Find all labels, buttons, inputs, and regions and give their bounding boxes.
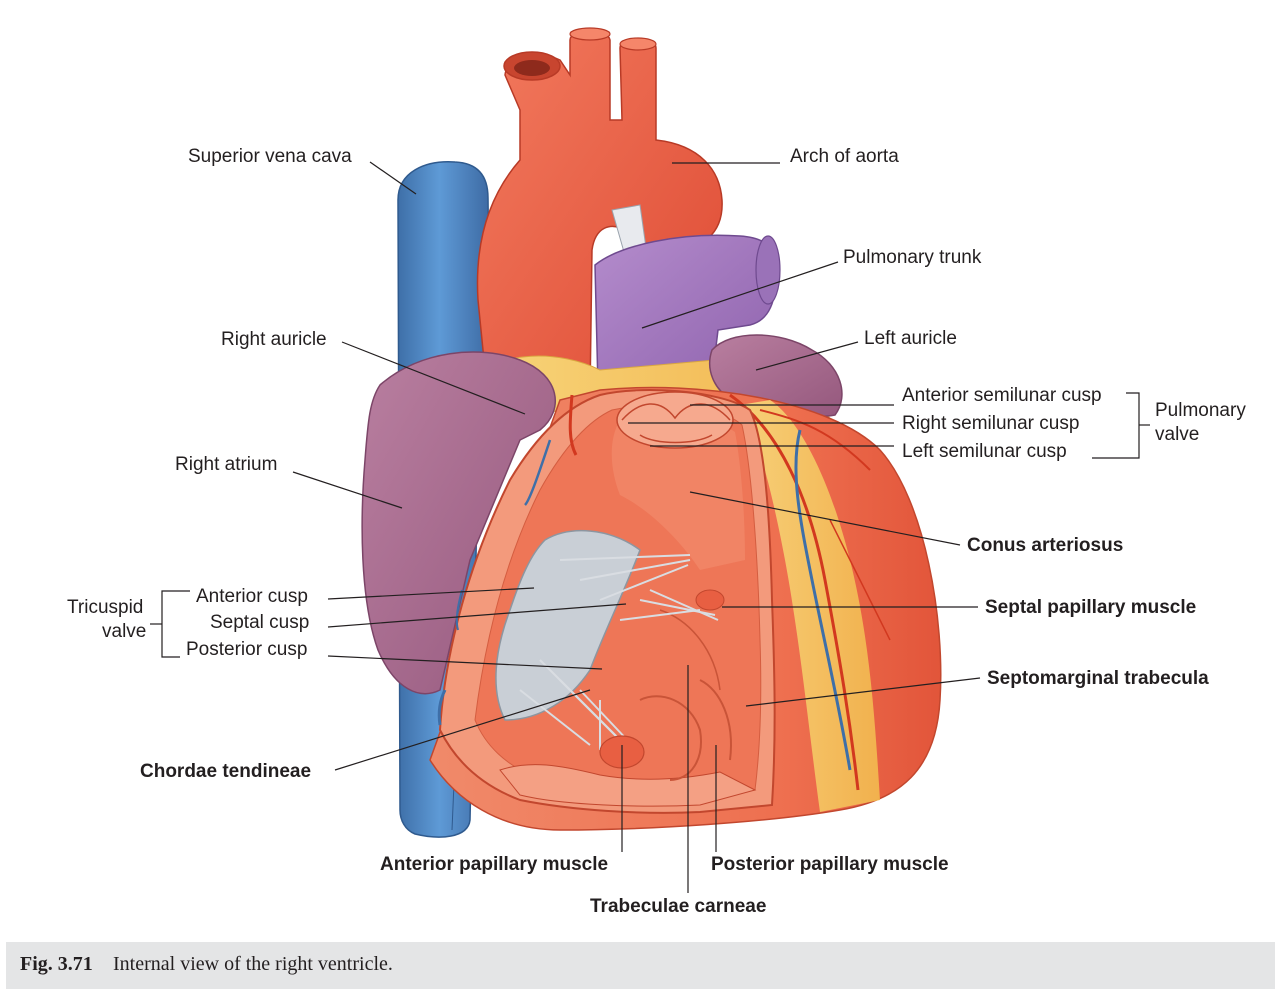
- interventricular-fat: [740, 400, 880, 812]
- label-left-semilunar-cusp: Left semilunar cusp: [902, 441, 1067, 462]
- label-pulmonary: Pulmonary: [1155, 400, 1246, 421]
- label-tricuspid-valve: valve: [102, 621, 147, 642]
- label-right-atrium: Right atrium: [175, 454, 278, 475]
- label-anterior-papillary-muscle: Anterior papillary muscle: [380, 854, 609, 875]
- great-cardiac-vein: [794, 429, 852, 771]
- label-posterior-cusp: Posterior cusp: [186, 639, 308, 660]
- label-septomarginal-trabecula: Septomarginal trabecula: [987, 668, 1209, 689]
- conus-region: [611, 416, 745, 570]
- label-anterior-semilunar-cusp: Anterior semilunar cusp: [902, 385, 1102, 406]
- chordae-tendineae-strands: [519, 554, 719, 750]
- septal-papillary-muscle-shape: [695, 589, 725, 611]
- pulmonary-valve-cusps: [616, 391, 734, 449]
- label-conus-arteriosus: Conus arteriosus: [967, 535, 1124, 556]
- label-septal-papillary-muscle: Septal papillary muscle: [985, 597, 1197, 618]
- label-tricuspid: Tricuspid: [67, 597, 144, 618]
- label-right-semilunar-cusp: Right semilunar cusp: [902, 413, 1080, 434]
- anterior-interventricular-artery: [729, 393, 860, 791]
- pulmonary-trunk-shape: [594, 234, 781, 389]
- figure-caption: Fig. 3.71 Internal view of the right ven…: [6, 942, 1275, 989]
- label-right-auricle: Right auricle: [221, 329, 327, 350]
- label-superior-vena-cava: Superior vena cava: [188, 146, 352, 167]
- label-septal-cusp: Septal cusp: [210, 612, 310, 633]
- figure-number: Fig. 3.71: [20, 953, 93, 975]
- label-trabeculae-carneae: Trabeculae carneae: [590, 896, 767, 917]
- label-posterior-papillary-muscle: Posterior papillary muscle: [711, 854, 949, 875]
- label-arch-of-aorta: Arch of aorta: [790, 146, 899, 167]
- label-chordae-tendineae: Chordae tendineae: [140, 761, 312, 782]
- label-pulmonary-valve: valve: [1155, 424, 1200, 445]
- label-left-auricle: Left auricle: [864, 328, 957, 349]
- right-atrium-shape: [361, 351, 556, 695]
- label-anterior-cusp: Anterior cusp: [196, 586, 308, 607]
- figure-caption-text: Internal view of the right ventricle.: [113, 953, 393, 975]
- label-pulmonary-trunk: Pulmonary trunk: [843, 247, 982, 268]
- leader-lines: [150, 161, 1150, 893]
- trabeculae-ridge: [499, 764, 757, 807]
